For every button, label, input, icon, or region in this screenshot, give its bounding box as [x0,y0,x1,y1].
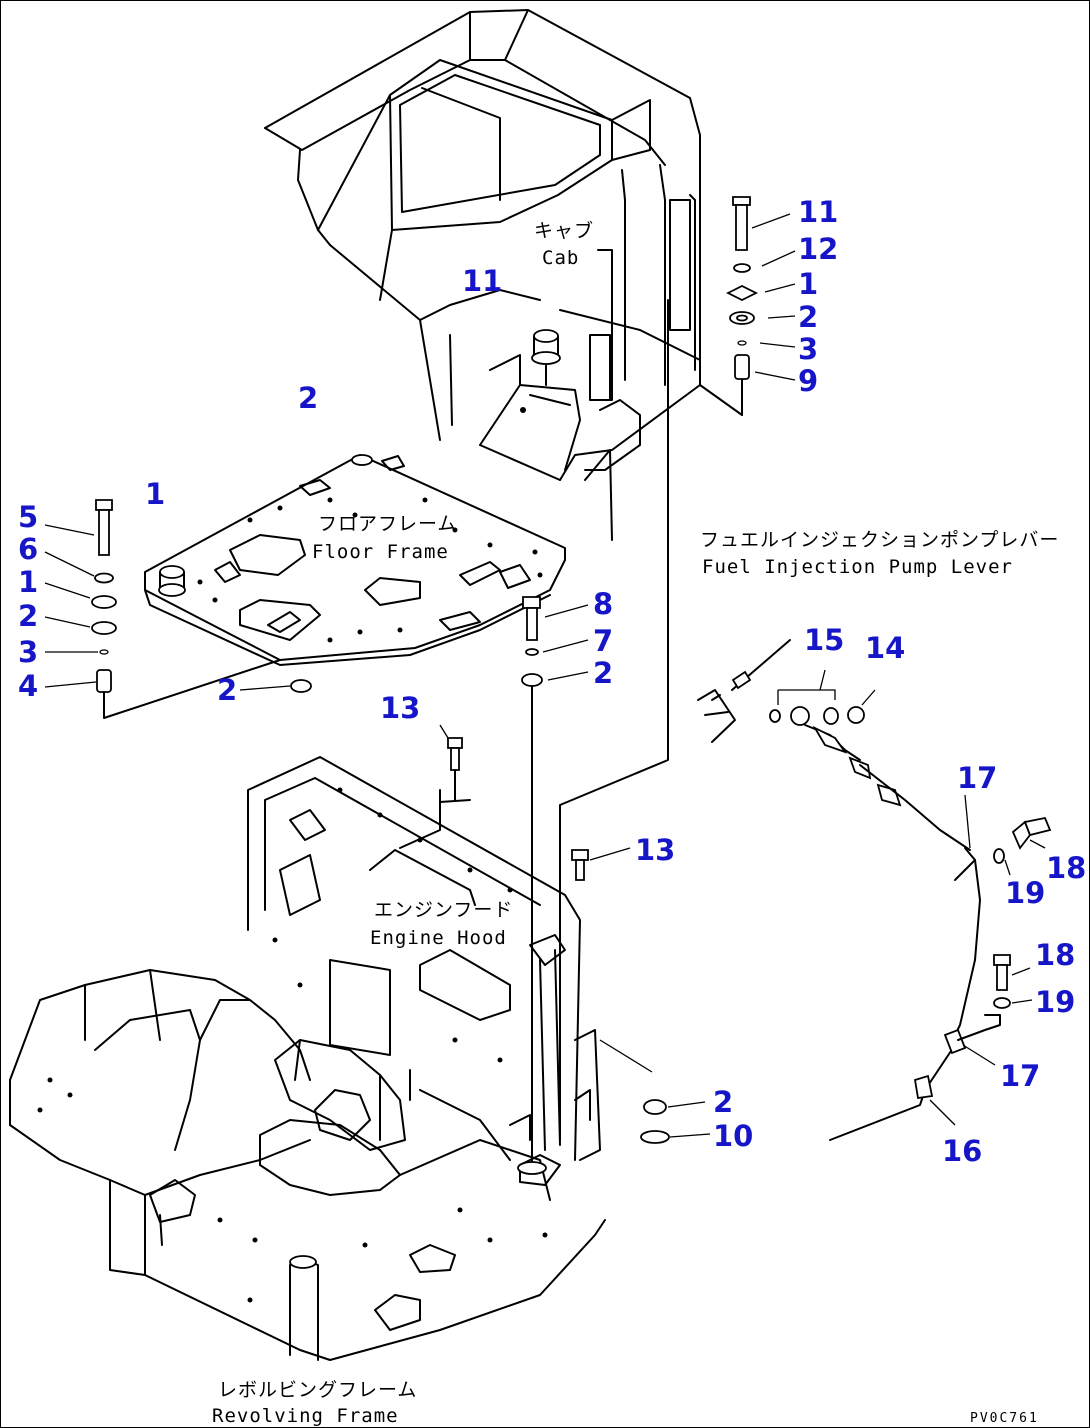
callout: 16 [942,1134,982,1168]
callout: 13 [635,833,675,867]
engine-hood-label-jp: エンジンフード [374,899,513,921]
drawing-code: PV0C761 [970,1411,1039,1426]
fuel-lever-label: Fuel Injection Pump Lever [702,556,1013,578]
engine-hood-label: Engine Hood [370,927,507,949]
fuel-lever-cable-drawing [697,639,1052,1141]
callout-numbers: 11 12 1 2 3 9 11 2 1 5 6 1 2 3 4 2 8 7 2… [18,195,1086,1168]
callout: 11 [462,264,502,298]
floor-frame-drawing [144,454,566,666]
callout: 6 [18,532,38,566]
callout: 7 [593,624,613,658]
cab-mount-fastener-stack [699,196,796,416]
callout: 9 [798,364,818,398]
cab-drawing [264,9,701,541]
part-labels: キャブ Cab フロアフレーム Floor Frame フュエルインジェクション… [212,219,1059,1427]
callout: 19 [1005,876,1045,910]
floor-frame-label-jp: フロアフレーム [318,513,457,535]
callout: 11 [798,195,838,229]
callout: 3 [798,332,818,366]
callout: 1 [18,565,38,599]
callout: 17 [957,761,997,795]
callout: 18 [1035,938,1075,972]
callout: 19 [1035,985,1075,1019]
callout: 2 [298,381,318,415]
cab-label-jp: キャブ [534,219,594,242]
cab-label: Cab [542,247,579,269]
floor-mount-fastener-stack [44,499,312,719]
callout: 2 [18,599,38,633]
callout: 2 [713,1085,733,1119]
callout: 10 [713,1119,753,1153]
fuel-lever-label-jp: フュエルインジェクションポンプレバー [700,529,1059,551]
callout: 2 [798,300,818,334]
callout: 15 [804,623,844,657]
callout: 2 [593,656,613,690]
callout: 12 [798,232,838,266]
revolving-frame-label-jp: レボルビングフレーム [218,1379,417,1401]
callout: 17 [1000,1059,1040,1093]
engine-hood-drawing [247,299,669,1161]
center-fastener-stack [521,596,589,1166]
revolving-frame-label: Revolving Frame [212,1405,399,1427]
callout: 2 [217,673,237,707]
callout: 18 [1046,851,1086,885]
callout: 1 [145,477,165,511]
callout: 14 [865,631,905,665]
callout: 13 [380,691,420,725]
revolving-frame-drawing [9,969,606,1361]
callout: 1 [798,267,818,301]
callout: 5 [18,500,38,534]
callout: 8 [593,587,613,621]
lower-mount-parts [599,1039,711,1144]
callout: 4 [18,669,38,703]
callout: 3 [18,635,38,669]
floor-frame-label: Floor Frame [312,541,449,563]
